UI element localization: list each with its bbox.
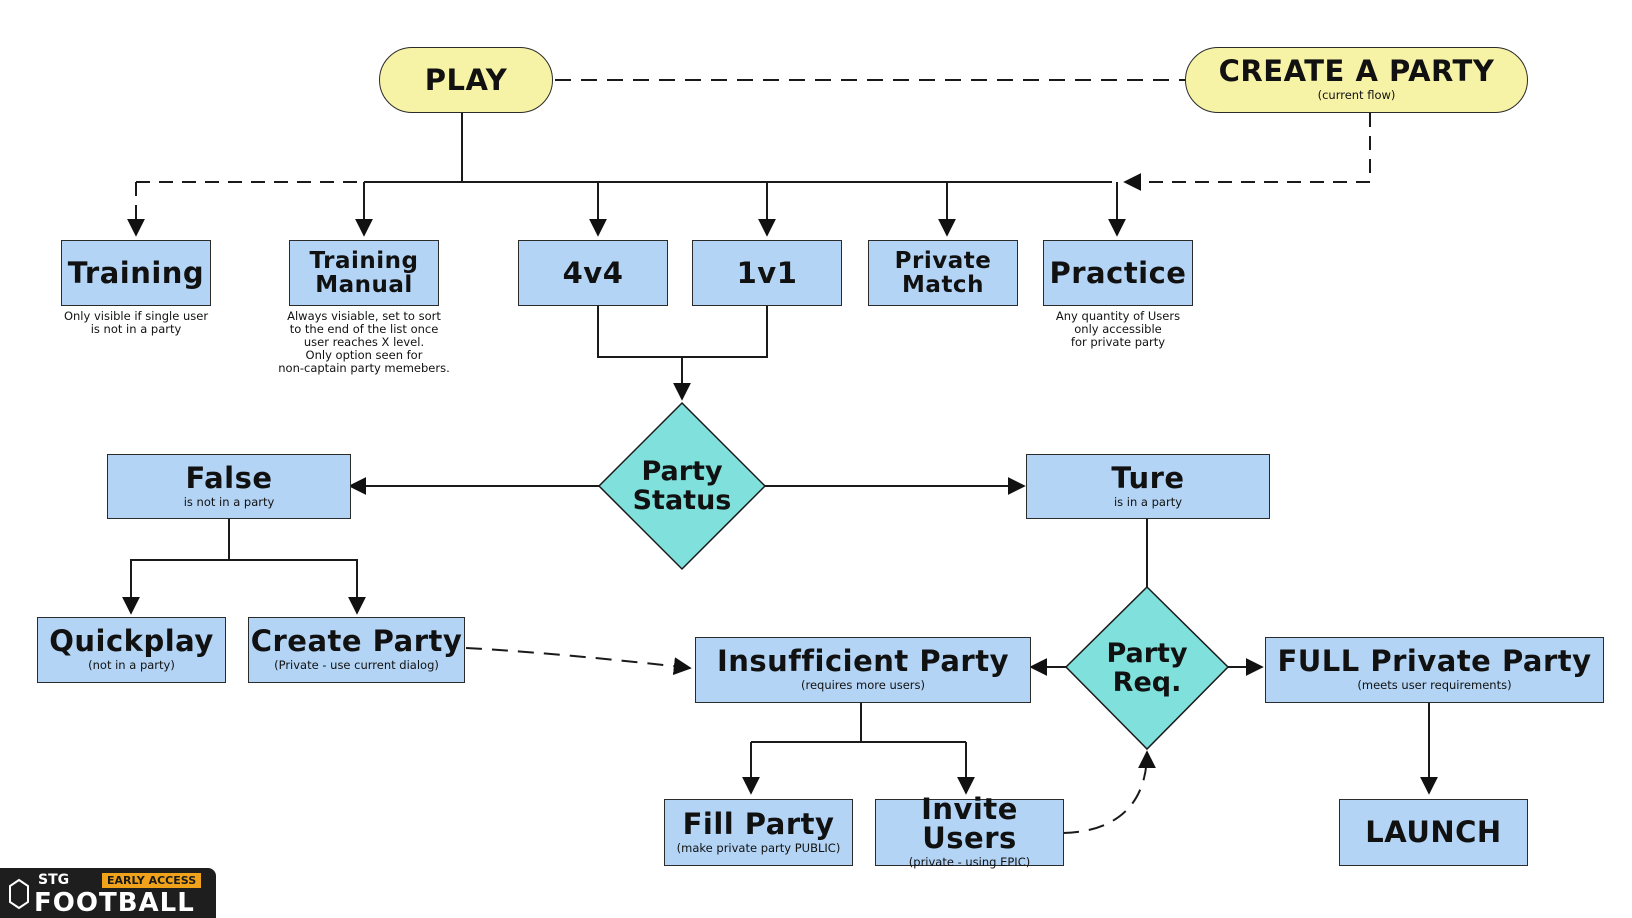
private-match-label-2: Match [902,272,984,298]
true-label: Ture [1111,460,1185,495]
create-a-party-sub: (current flow) [1317,88,1396,103]
logo-early-access-badge: EARLY ACCESS [102,873,202,888]
1v1-label: 1v1 [736,255,798,290]
fill-party-sub: (make private party PUBLIC) [676,840,841,855]
full-private-party-node: FULL Private Party (meets user requireme… [1265,637,1604,703]
insufficient-party-sub: (requires more users) [800,678,926,693]
training-manual-label-1: Training [309,247,419,274]
quickplay-node: Quickplay (not in a party) [37,617,226,683]
invite-users-sub: (private - using EPIC) [908,855,1031,870]
training-note: Only visible if single user is not in a … [63,309,209,336]
practice-label: Practice [1049,255,1187,290]
4v4-node: 4v4 [518,240,668,306]
create-party-sub: (Private - use current dialog) [274,658,439,673]
training-manual-node: Training Manual [289,240,439,306]
create-party-label: Create Party [250,624,463,659]
invite-users-node: Invite Users (private - using EPIC) [875,795,1064,869]
create-a-party-label: CREATE A PARTY [1218,54,1495,89]
create-to-insufficient-dashed [465,647,692,676]
full-private-party-sub: (meets user requirements) [1357,678,1512,693]
4v4-label: 4v4 [562,255,624,290]
party-req-diamond [1064,585,1230,751]
practice-node: Practice [1043,240,1193,306]
party-status-diamond [597,401,767,571]
training-manual-label-2: Manual [315,272,413,298]
logo-stg-text: STG [38,872,70,888]
insufficient-party-label: Insufficient Party [716,644,1010,679]
private-match-label-1: Private [894,247,992,274]
join-4v4-1v1 [597,306,768,358]
full-private-party-label: FULL Private Party [1277,644,1592,679]
training-label: Training [67,255,205,290]
stg-football-logo: STG EARLY ACCESS FOOTBALL [0,868,216,918]
true-node: Ture is in a party [1026,454,1270,519]
private-match-node: Private Match [868,240,1018,306]
insufficient-party-node: Insufficient Party (requires more users) [695,637,1031,703]
quickplay-sub: (not in a party) [88,658,175,673]
party-req-label: Party Req. [1106,637,1188,698]
training-manual-note: Always visiable, set to sort to the end … [278,309,450,375]
1v1-node: 1v1 [692,240,842,306]
training-node: Training [61,240,211,306]
launch-label: LAUNCH [1365,815,1502,849]
false-split [130,559,366,615]
false-label: False [185,460,273,495]
invite-users-label: Invite Users [921,792,1018,856]
fill-party-label: Fill Party [682,806,835,841]
false-sub: is not in a party [183,494,275,509]
logo-football-text: FOOTBALL [34,888,195,918]
fill-party-node: Fill Party (make private party PUBLIC) [664,799,853,866]
launch-node: LAUNCH [1339,799,1528,866]
play-label: PLAY [424,62,508,97]
quickplay-label: Quickplay [49,624,214,659]
practice-note: Any quantity of Users only accessible fo… [1055,309,1181,349]
true-sub: is in a party [1113,494,1183,509]
create-party-node: Create Party (Private - use current dial… [248,617,465,683]
party-status-label: Party Status [632,455,732,516]
invite-to-req-dashed [1062,750,1156,834]
shield-icon [9,878,29,910]
play-node: PLAY [379,47,553,113]
create-a-party-node: CREATE A PARTY (current flow) [1185,47,1528,113]
false-node: False is not in a party [107,454,351,519]
